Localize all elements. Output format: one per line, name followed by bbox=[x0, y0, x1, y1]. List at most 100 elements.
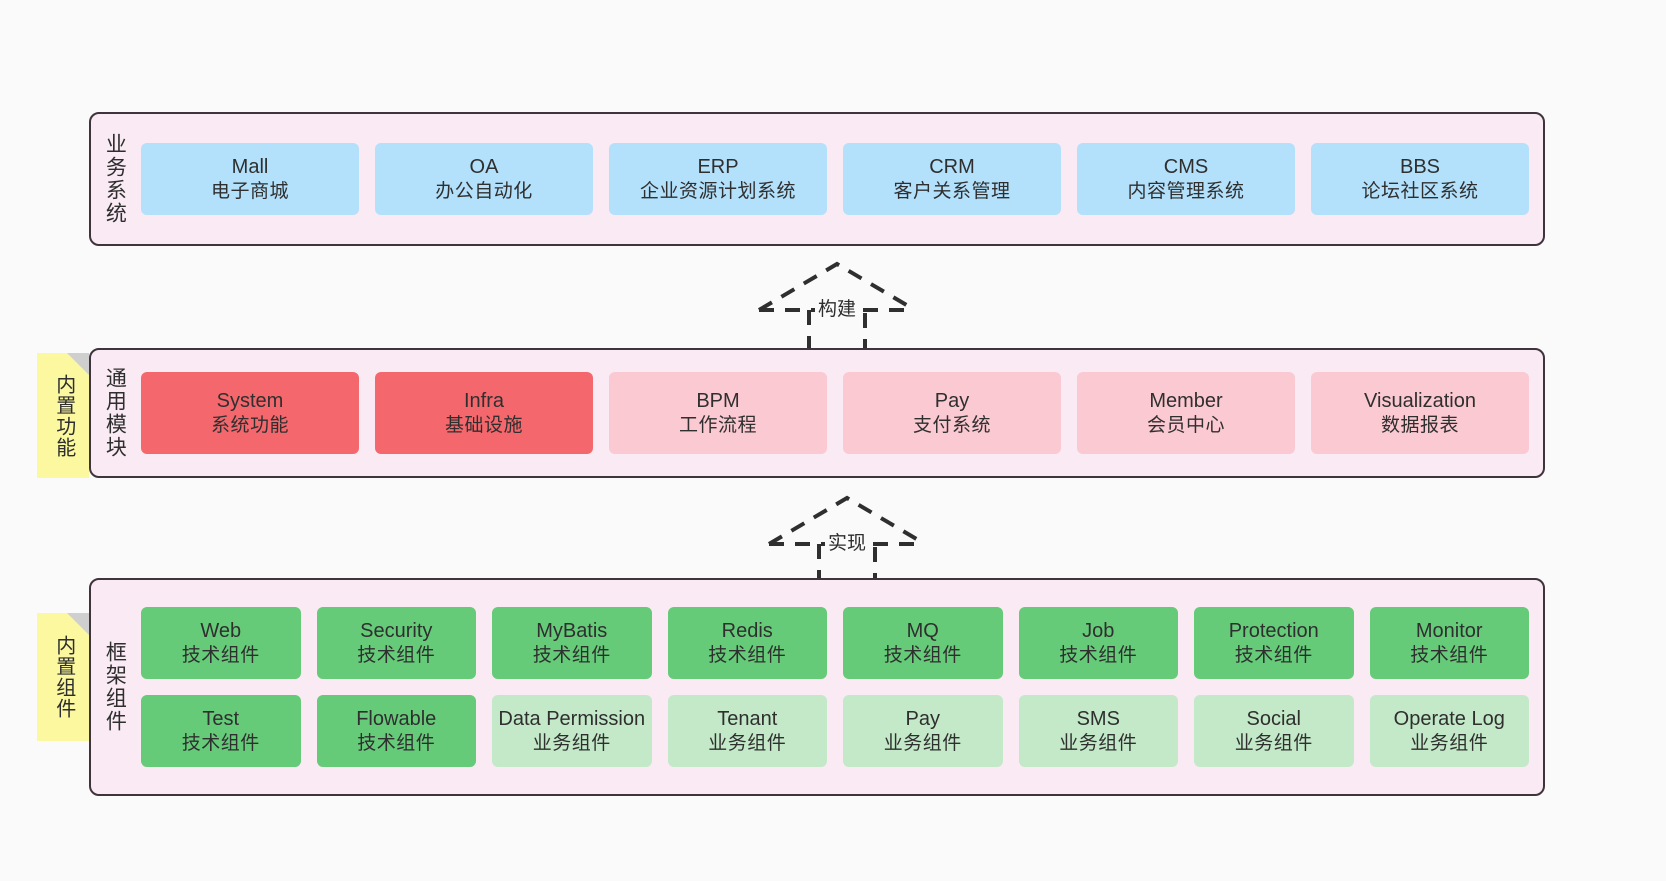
band-label-modules: 通用模块 bbox=[103, 367, 127, 459]
connector-build-label: 构建 bbox=[814, 294, 860, 321]
node-subtitle: 电子商城 bbox=[210, 180, 289, 202]
node-subtitle: 技术组件 bbox=[181, 644, 260, 666]
band-row-business: Mall 电子商城 OA 办公自动化 ERP 企业资源计划系统 CRM 客户关系… bbox=[141, 143, 1529, 215]
node-redis[interactable]: Redis 技术组件 bbox=[667, 607, 827, 679]
node-title: Test bbox=[202, 707, 240, 730]
band-business-systems: 业务系统 Mall 电子商城 OA 办公自动化 ERP 企业资源计划系统 CRM… bbox=[89, 112, 1545, 246]
node-subtitle: 技术组件 bbox=[883, 644, 962, 666]
band-body-business: Mall 电子商城 OA 办公自动化 ERP 企业资源计划系统 CRM 客户关系… bbox=[137, 114, 1543, 244]
arrow-head-outline bbox=[767, 495, 927, 546]
node-test[interactable]: Test 技术组件 bbox=[141, 695, 301, 767]
node-operate-log[interactable]: Operate Log 业务组件 bbox=[1369, 695, 1529, 767]
node-title: CRM bbox=[929, 155, 975, 178]
sticky-label: 内置功能 bbox=[52, 373, 75, 458]
node-title: MQ bbox=[906, 619, 939, 642]
node-data-permission[interactable]: Data Permission 业务组件 bbox=[492, 695, 652, 767]
node-title: BBS bbox=[1399, 155, 1441, 178]
band-label-business: 业务系统 bbox=[103, 133, 127, 225]
band-row-framework-business: Test 技术组件 Flowable 技术组件 Data Permission … bbox=[141, 695, 1529, 767]
node-subtitle: 基础设施 bbox=[444, 414, 523, 436]
node-subtitle: 业务组件 bbox=[708, 732, 787, 754]
node-title: Monitor bbox=[1415, 619, 1483, 642]
node-title: Tenant bbox=[717, 707, 778, 730]
node-title: Pay bbox=[905, 707, 940, 730]
node-title: Security bbox=[360, 619, 433, 642]
connector-realize: 实现 bbox=[757, 492, 937, 592]
sticky-label: 内置组件 bbox=[52, 635, 75, 719]
node-subtitle: 业务组件 bbox=[532, 732, 611, 754]
node-pay-component[interactable]: Pay 业务组件 bbox=[843, 695, 1003, 767]
node-erp[interactable]: ERP 企业资源计划系统 bbox=[609, 143, 827, 215]
node-title: Pay bbox=[934, 389, 970, 412]
node-title: Member bbox=[1149, 389, 1223, 412]
node-mall[interactable]: Mall 电子商城 bbox=[141, 143, 359, 215]
node-title: MyBatis bbox=[536, 619, 608, 642]
node-infra[interactable]: Infra 基础设施 bbox=[375, 372, 593, 454]
node-title: Infra bbox=[463, 389, 505, 412]
node-title: Mall bbox=[231, 155, 269, 178]
node-subtitle: 数据报表 bbox=[1380, 414, 1459, 436]
node-subtitle: 业务组件 bbox=[1234, 732, 1313, 754]
node-flowable[interactable]: Flowable 技术组件 bbox=[316, 695, 476, 767]
node-title: Operate Log bbox=[1393, 707, 1505, 730]
band-body-framework: Web 技术组件 Security 技术组件 MyBatis 技术组件 Redi… bbox=[137, 580, 1543, 794]
node-subtitle: 业务组件 bbox=[1410, 732, 1489, 754]
node-mq[interactable]: MQ 技术组件 bbox=[843, 607, 1003, 679]
node-oa[interactable]: OA 办公自动化 bbox=[375, 143, 593, 215]
node-tenant[interactable]: Tenant 业务组件 bbox=[667, 695, 827, 767]
node-cms[interactable]: CMS 内容管理系统 bbox=[1077, 143, 1295, 215]
node-title: Flowable bbox=[356, 707, 437, 730]
node-subtitle: 技术组件 bbox=[357, 644, 436, 666]
node-title: BPM bbox=[696, 389, 740, 412]
node-pay-module[interactable]: Pay 支付系统 bbox=[843, 372, 1061, 454]
node-title: ERP bbox=[697, 155, 739, 178]
sticky-note-builtin-components: 内置组件 bbox=[37, 613, 89, 741]
node-subtitle: 办公自动化 bbox=[435, 180, 533, 202]
node-bbs[interactable]: BBS 论坛社区系统 bbox=[1311, 143, 1529, 215]
node-title: Protection bbox=[1228, 619, 1319, 642]
node-title: Data Permission bbox=[498, 707, 646, 730]
node-subtitle: 会员中心 bbox=[1146, 414, 1225, 436]
node-subtitle: 客户关系管理 bbox=[893, 180, 1011, 202]
node-system[interactable]: System 系统功能 bbox=[141, 372, 359, 454]
node-subtitle: 技术组件 bbox=[708, 644, 787, 666]
band-row-framework-tech: Web 技术组件 Security 技术组件 MyBatis 技术组件 Redi… bbox=[141, 607, 1529, 679]
node-title: System bbox=[216, 389, 284, 412]
node-title: Social bbox=[1246, 707, 1301, 730]
node-title: Redis bbox=[721, 619, 773, 642]
node-subtitle: 技术组件 bbox=[181, 732, 260, 754]
node-bpm[interactable]: BPM 工作流程 bbox=[609, 372, 827, 454]
folded-corner-icon bbox=[67, 353, 89, 375]
node-title: SMS bbox=[1076, 707, 1120, 730]
band-framework-components: 框架组件 Web 技术组件 Security 技术组件 MyBatis 技术组件… bbox=[89, 578, 1545, 796]
node-subtitle: 技术组件 bbox=[1059, 644, 1138, 666]
node-monitor[interactable]: Monitor 技术组件 bbox=[1369, 607, 1529, 679]
node-subtitle: 企业资源计划系统 bbox=[639, 180, 796, 202]
node-title: OA bbox=[469, 155, 499, 178]
node-subtitle: 系统功能 bbox=[210, 414, 289, 436]
node-web[interactable]: Web 技术组件 bbox=[141, 607, 301, 679]
node-title: Web bbox=[200, 619, 242, 642]
node-subtitle: 内容管理系统 bbox=[1127, 180, 1245, 202]
node-subtitle: 工作流程 bbox=[678, 414, 757, 436]
node-subtitle: 技术组件 bbox=[357, 732, 436, 754]
node-crm[interactable]: CRM 客户关系管理 bbox=[843, 143, 1061, 215]
node-subtitle: 业务组件 bbox=[883, 732, 962, 754]
node-subtitle: 技术组件 bbox=[1234, 644, 1313, 666]
node-sms[interactable]: SMS 业务组件 bbox=[1018, 695, 1178, 767]
node-mybatis[interactable]: MyBatis 技术组件 bbox=[492, 607, 652, 679]
node-member[interactable]: Member 会员中心 bbox=[1077, 372, 1295, 454]
folded-corner-icon bbox=[67, 613, 89, 635]
node-social[interactable]: Social 业务组件 bbox=[1194, 695, 1354, 767]
node-protection[interactable]: Protection 技术组件 bbox=[1194, 607, 1354, 679]
node-job[interactable]: Job 技术组件 bbox=[1018, 607, 1178, 679]
band-general-modules: 通用模块 System 系统功能 Infra 基础设施 BPM 工作流程 Pay… bbox=[89, 348, 1545, 478]
node-security[interactable]: Security 技术组件 bbox=[316, 607, 476, 679]
node-visualization[interactable]: Visualization 数据报表 bbox=[1311, 372, 1529, 454]
node-subtitle: 论坛社区系统 bbox=[1361, 180, 1479, 202]
node-subtitle: 业务组件 bbox=[1059, 732, 1138, 754]
connector-realize-label: 实现 bbox=[824, 528, 870, 555]
node-title: Job bbox=[1082, 619, 1115, 642]
band-row-modules: System 系统功能 Infra 基础设施 BPM 工作流程 Pay 支付系统… bbox=[141, 372, 1529, 454]
